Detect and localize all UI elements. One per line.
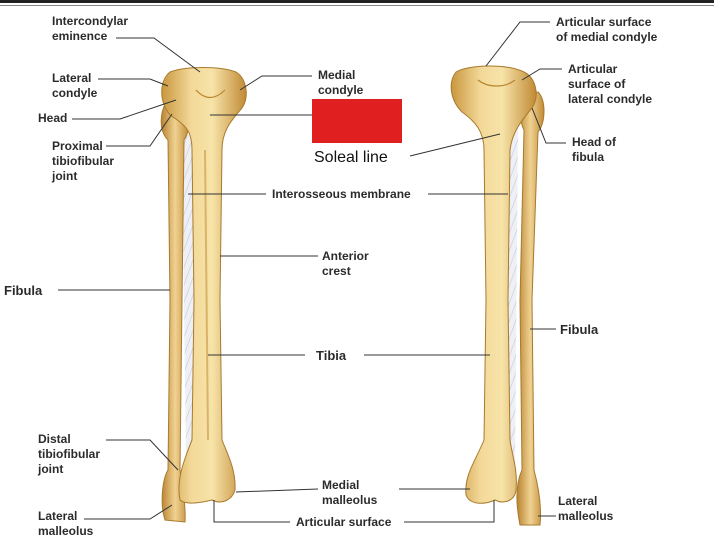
label-proximal-tibiofibular-joint: Proximal tibiofibular joint bbox=[52, 139, 114, 184]
label-intercondylar-eminence: Intercondylar eminence bbox=[52, 14, 128, 44]
label-fibula-right: Fibula bbox=[560, 322, 598, 337]
anterior-view bbox=[161, 68, 246, 523]
label-medial-malleolus: Medial malleolus bbox=[322, 478, 377, 508]
label-fibula-left: Fibula bbox=[4, 283, 42, 298]
label-tibia: Tibia bbox=[316, 348, 346, 363]
label-articular-surface-medial-condyle: Articular surface of medial condyle bbox=[556, 15, 657, 45]
label-distal-tibiofibular-joint: Distal tibiofibular joint bbox=[38, 432, 100, 477]
label-head-of-fibula: Head of fibula bbox=[572, 135, 616, 165]
label-articular-surface: Articular surface bbox=[296, 515, 391, 530]
label-lateral-malleolus-right: Lateral malleolus bbox=[558, 494, 613, 524]
redaction-box bbox=[312, 99, 402, 143]
label-medial-condyle: Medial condyle bbox=[318, 68, 363, 98]
label-articular-surface-lateral-condyle: Articular surface of lateral condyle bbox=[568, 62, 652, 107]
right-fibula bbox=[517, 92, 544, 525]
label-soleal-line: Soleal line bbox=[314, 149, 388, 167]
label-head: Head bbox=[38, 111, 67, 126]
label-interosseous-membrane: Interosseous membrane bbox=[272, 187, 411, 202]
label-lateral-condyle: Lateral condyle bbox=[52, 71, 97, 101]
label-lateral-malleolus-left: Lateral malleolus bbox=[38, 509, 93, 538]
label-anterior-crest: Anterior crest bbox=[322, 249, 369, 279]
